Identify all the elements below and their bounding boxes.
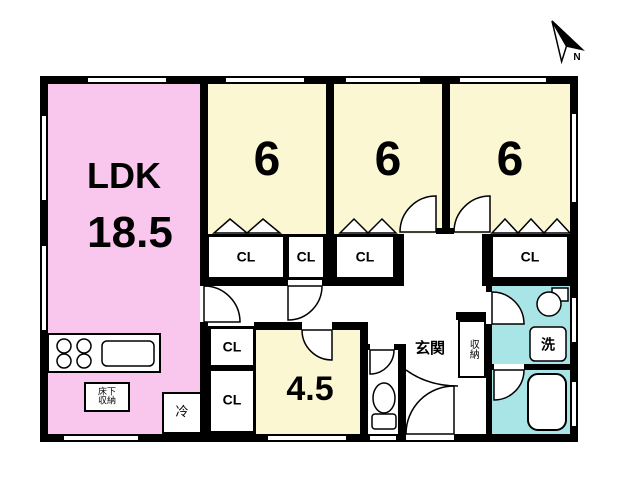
wall xyxy=(332,322,368,330)
hall-storage-box xyxy=(458,320,486,378)
wall xyxy=(436,228,454,234)
refrigerator-label: 冷 xyxy=(175,404,189,420)
underfloor-storage-line2: 収納 xyxy=(97,396,117,406)
window xyxy=(570,298,578,342)
window xyxy=(346,76,420,84)
wall xyxy=(442,84,450,234)
closet-label: CL xyxy=(236,248,256,265)
front-door-sill xyxy=(406,434,454,442)
window xyxy=(226,76,304,84)
toilet-bowl-icon xyxy=(372,382,396,414)
western-room-size-label: 4.5 xyxy=(286,370,334,409)
window xyxy=(268,434,346,442)
wall xyxy=(326,234,334,282)
door-arc xyxy=(287,285,323,321)
window xyxy=(40,246,48,330)
bedroom-1-size-label: 6 xyxy=(253,132,281,186)
closet-label: CL xyxy=(520,248,540,265)
wall xyxy=(524,364,578,370)
window xyxy=(570,382,578,426)
bedroom-2-size-label: 6 xyxy=(374,132,402,186)
window xyxy=(64,434,138,442)
closet-label: CL xyxy=(355,248,375,265)
closet-box xyxy=(208,368,256,434)
compass-needle-black xyxy=(551,20,585,51)
wall xyxy=(482,278,578,286)
entrance-step-line xyxy=(405,369,459,387)
underfloor-storage-line1: 床下 xyxy=(97,386,117,397)
room-bedroom-1 xyxy=(208,84,326,234)
wall xyxy=(200,84,208,286)
toilet-icon xyxy=(371,382,397,430)
compass-north-label: N xyxy=(573,51,581,63)
closet-label: CL xyxy=(222,391,242,408)
wall xyxy=(482,234,490,286)
room-ldk xyxy=(48,84,200,434)
ldk-size-label: 18.5 xyxy=(87,207,173,257)
room-laundry xyxy=(492,286,570,364)
wall xyxy=(398,344,406,434)
wall xyxy=(570,76,578,442)
toilet-tank-icon xyxy=(371,413,397,430)
laundry-label: 洗 xyxy=(541,336,555,353)
wall xyxy=(254,322,302,330)
window xyxy=(370,434,396,442)
window xyxy=(88,76,166,84)
entrance-label: 玄関 xyxy=(414,340,446,358)
wall xyxy=(456,312,486,320)
closet-box xyxy=(286,234,326,280)
wall xyxy=(326,84,334,234)
refrigerator-box xyxy=(162,392,202,434)
wall xyxy=(200,322,208,434)
wall xyxy=(204,278,288,286)
closet-box xyxy=(334,234,396,280)
wall xyxy=(364,344,370,350)
door-arc xyxy=(369,349,395,375)
wall xyxy=(454,434,578,442)
underfloor-storage-label: 床下 収納 xyxy=(97,386,117,407)
closet-box xyxy=(208,326,256,368)
wall xyxy=(486,324,492,434)
wall xyxy=(396,234,404,286)
hall-storage-label: 収納 xyxy=(467,339,479,359)
window xyxy=(40,116,48,200)
wall xyxy=(40,434,406,442)
underfloor-storage-box xyxy=(84,382,130,412)
bedroom-3-size-label: 6 xyxy=(496,132,524,186)
compass-needle-white xyxy=(551,20,568,65)
wall xyxy=(40,76,578,84)
door-arc xyxy=(405,385,455,435)
closet-box xyxy=(490,234,570,280)
wall xyxy=(486,286,492,292)
closet-label: CL xyxy=(222,338,242,355)
wall xyxy=(360,322,368,434)
ldk-name-label: LDK xyxy=(87,155,161,197)
room-bathroom xyxy=(492,370,570,434)
window xyxy=(570,114,578,202)
wall xyxy=(486,364,494,370)
door-arc xyxy=(203,285,241,323)
closet-label: CL xyxy=(296,248,316,265)
wall xyxy=(322,278,404,286)
window xyxy=(460,76,546,84)
